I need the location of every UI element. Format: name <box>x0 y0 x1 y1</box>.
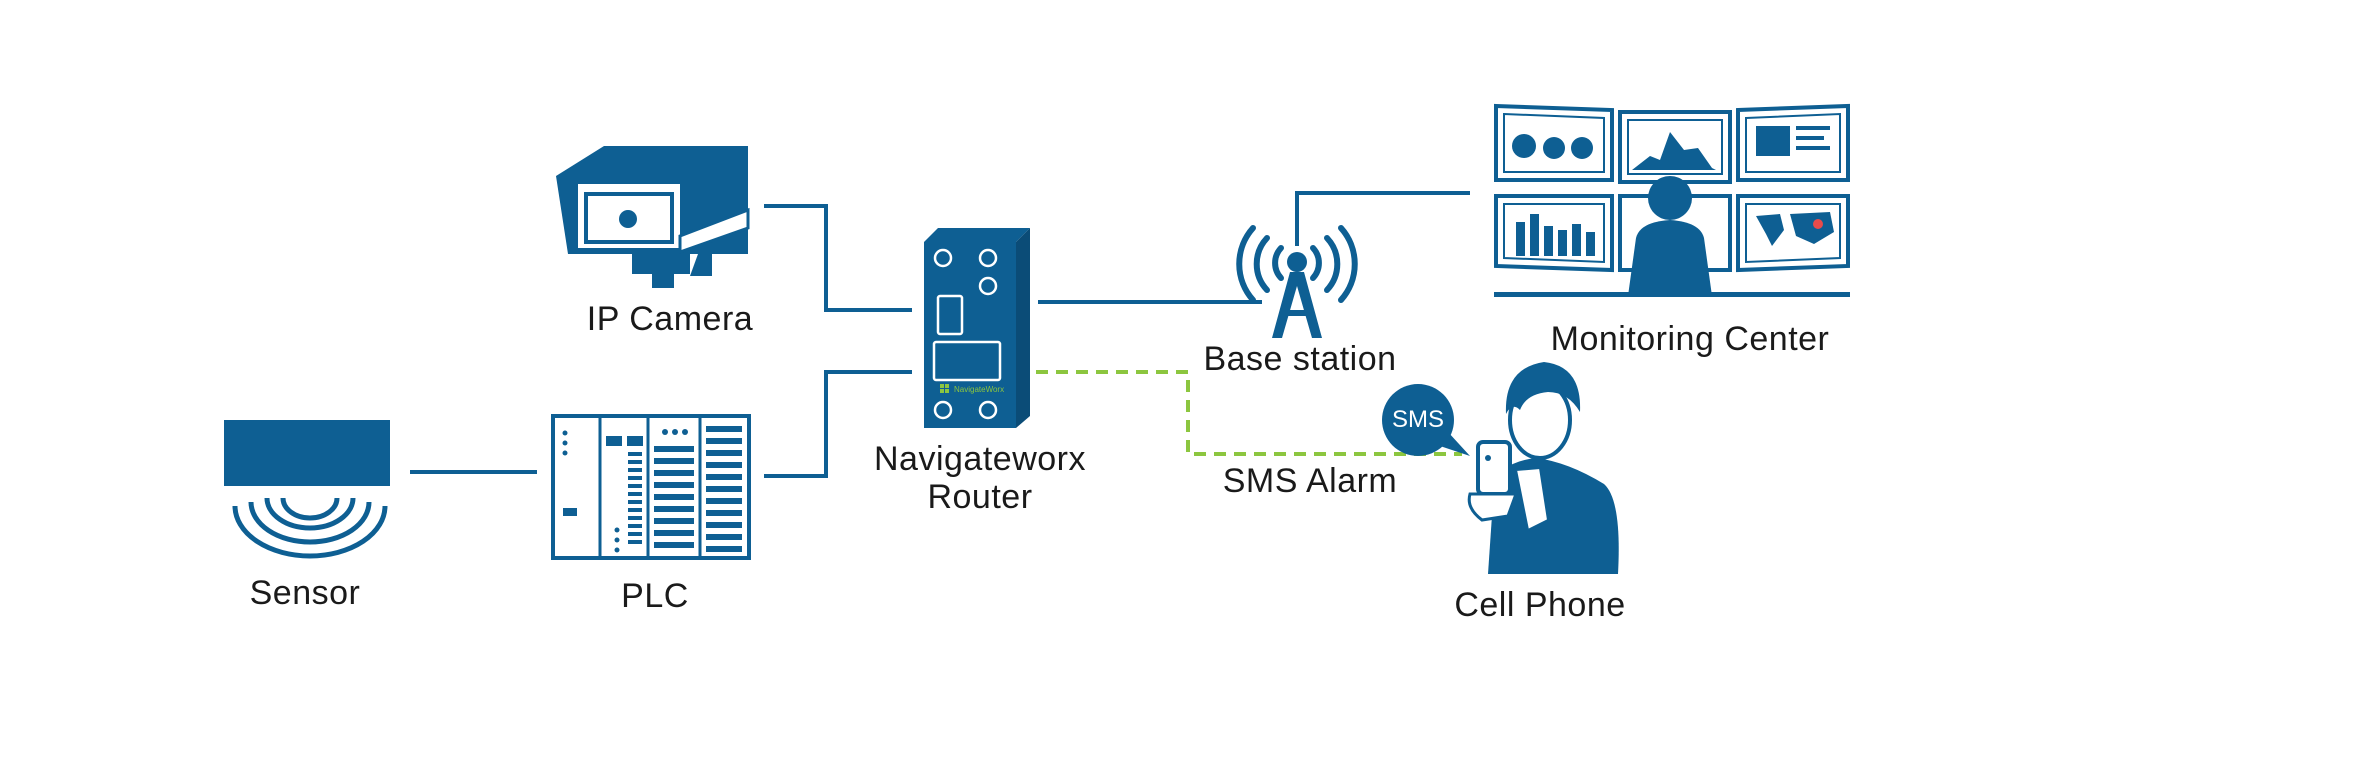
ip-camera-label: IP Camera <box>586 300 754 338</box>
router-icon: NavigateWorx <box>924 228 1030 428</box>
base-monitoring-link <box>1295 191 1470 246</box>
connection-lines <box>410 191 1470 478</box>
cell-phone-label: Cell Phone <box>1454 586 1626 624</box>
plc-router-link <box>764 370 912 478</box>
sms-alarm-label: SMS Alarm <box>1222 462 1398 500</box>
router-brand-text: NavigateWorx <box>954 385 1004 394</box>
camera-icon <box>556 146 750 288</box>
camera-router-link <box>764 204 912 312</box>
plc-io-rows <box>628 426 742 552</box>
sms-bubble-text: SMS <box>1391 406 1444 433</box>
plc-label: PLC <box>621 577 689 615</box>
sensor-icon <box>224 420 390 559</box>
router-label-line2: Router <box>927 478 1033 516</box>
sms-alarm-link <box>1036 370 1462 456</box>
plc-icon <box>551 414 751 560</box>
cell-phone-person-icon <box>1467 362 1619 574</box>
base-station-label: Base station <box>1203 340 1397 378</box>
router-label-line1: Navigateworx <box>874 440 1086 478</box>
monitoring-center-icon <box>1494 103 1850 297</box>
monitoring-center-label: Monitoring Center <box>1550 320 1830 358</box>
sensor-label: Sensor <box>249 574 361 612</box>
base-station-icon <box>1236 225 1358 338</box>
sms-bubble <box>1382 384 1470 456</box>
